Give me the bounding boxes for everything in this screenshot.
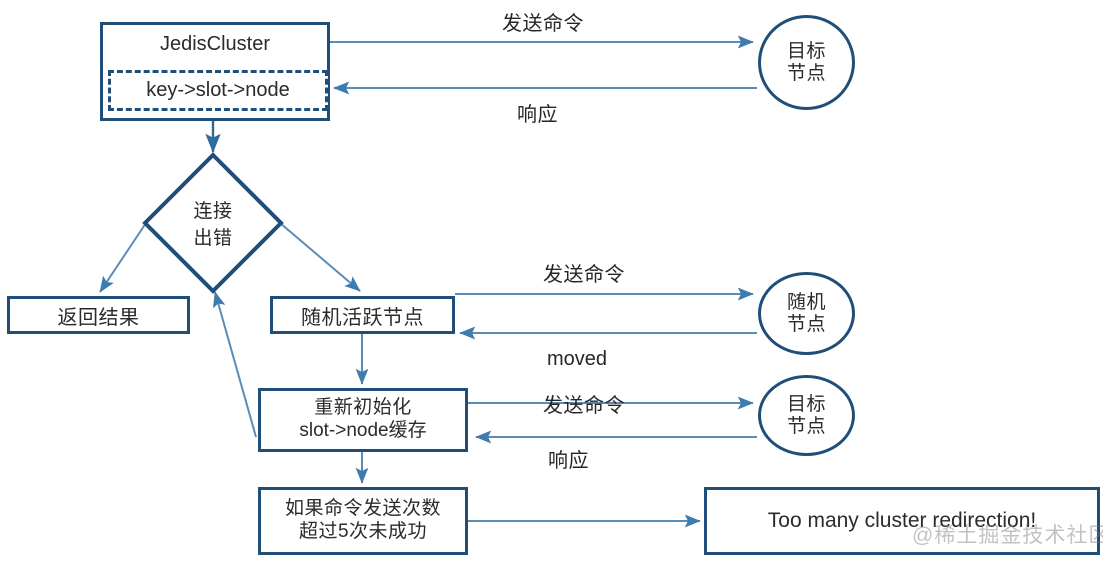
connect-error-label: 连接 出错 xyxy=(145,178,281,268)
reinit-slot-cache-label-1: 重新初始化 xyxy=(314,397,412,419)
edge-label-send-command-random: 发送命令 xyxy=(543,264,625,286)
edge-label-moved: moved xyxy=(547,348,608,370)
connect-error-label-1: 连接 xyxy=(193,201,233,222)
edge-label-send-command-reinit: 发送命令 xyxy=(543,395,625,417)
random-node-circle[interactable]: 随机 节点 xyxy=(758,272,855,355)
return-result-box[interactable]: 返回结果 xyxy=(7,296,190,334)
edge-reinit-back-to-error xyxy=(212,291,257,438)
connect-error-label-2: 出错 xyxy=(193,228,233,249)
key-slot-node-box[interactable]: key->slot->node xyxy=(108,70,328,111)
key-slot-node-label: key->slot->node xyxy=(146,79,290,101)
too-many-redirect-box[interactable]: Too many cluster redirection! xyxy=(704,487,1100,555)
retry-limit-label-1: 如果命令发送次数 xyxy=(284,498,441,520)
target-node-top-label-2: 节点 xyxy=(786,62,826,84)
target-node-mid-label-2: 节点 xyxy=(786,415,826,437)
random-node-label-2: 节点 xyxy=(786,313,826,335)
retry-limit-label-2: 超过5次未成功 xyxy=(298,521,428,542)
target-node-mid-label-1: 目标 xyxy=(786,393,826,415)
jedis-cluster-title: JedisCluster xyxy=(159,33,271,55)
retry-limit-box[interactable]: 如果命令发送次数 超过5次未成功 xyxy=(258,487,468,555)
target-node-top-circle[interactable]: 目标 节点 xyxy=(758,15,855,110)
jedis-cluster-box[interactable]: JedisCluster key->slot->node xyxy=(100,22,330,121)
watermark: @稀土掘金技术社区 xyxy=(912,524,1103,547)
target-node-top-label-1: 目标 xyxy=(786,40,826,62)
reinit-slot-cache-label-2: slot->node缓存 xyxy=(299,420,427,441)
edge-label-response-top: 响应 xyxy=(517,104,558,126)
edge-error-to-return xyxy=(99,222,147,293)
too-many-redirect-label: Too many cluster redirection! xyxy=(767,509,1037,532)
random-node-label-1: 随机 xyxy=(786,291,826,313)
return-result-label: 返回结果 xyxy=(57,306,140,329)
edge-error-to-random-active xyxy=(279,222,361,292)
random-active-node-label: 随机活跃节点 xyxy=(301,306,424,329)
edge-label-response-reinit: 响应 xyxy=(548,450,589,472)
target-node-mid-circle[interactable]: 目标 节点 xyxy=(758,375,855,456)
edge-label-send-command-top: 发送命令 xyxy=(502,13,584,35)
random-active-node-box[interactable]: 随机活跃节点 xyxy=(270,296,455,334)
reinit-slot-cache-box[interactable]: 重新初始化 slot->node缓存 xyxy=(258,388,468,452)
